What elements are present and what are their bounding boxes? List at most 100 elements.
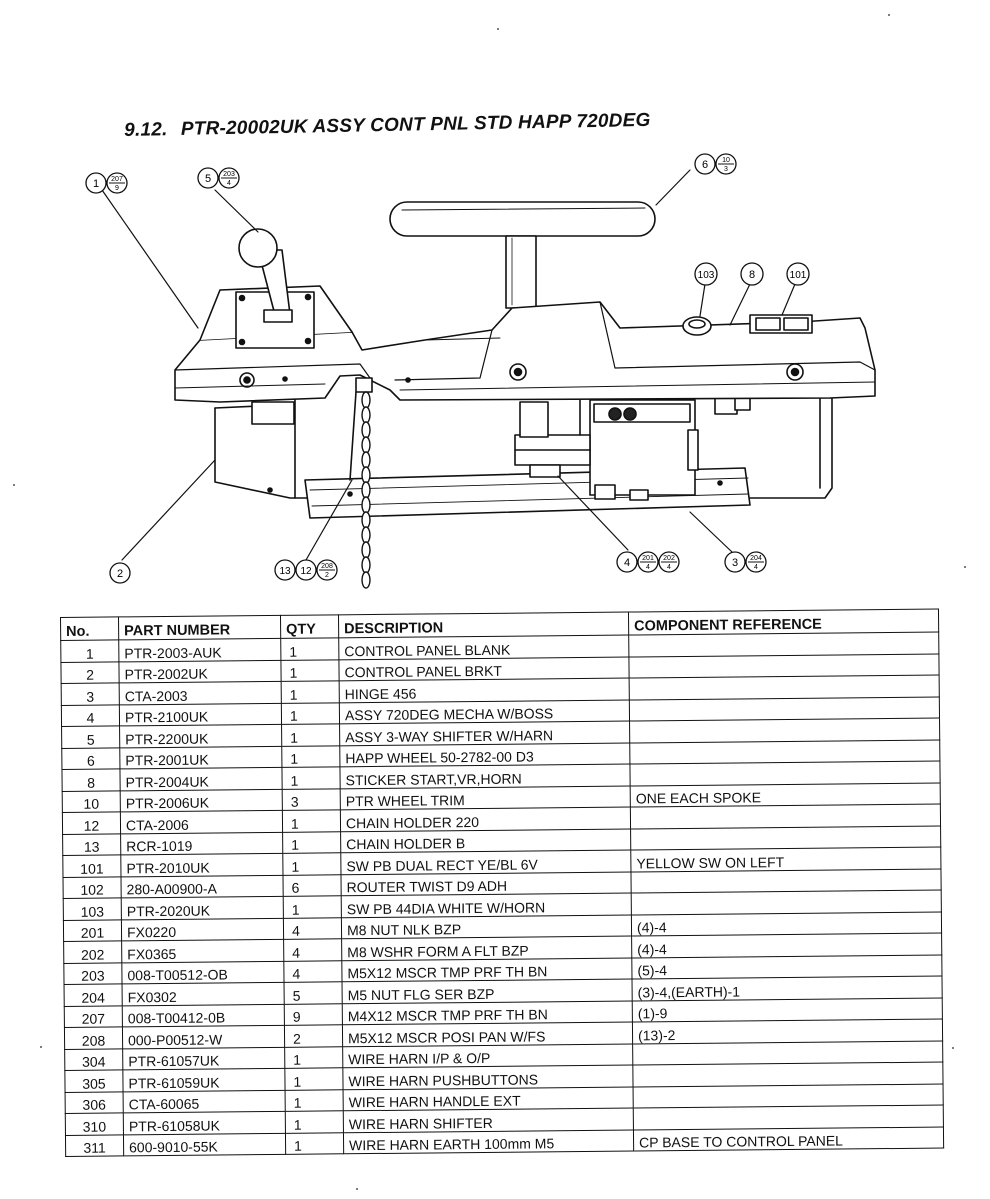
cell-component-reference [633, 1083, 944, 1109]
callout-101: 101 [786, 262, 810, 286]
cell-no: 204 [64, 983, 123, 1006]
cell-qty: 1 [284, 1046, 343, 1069]
cell-no: 5 [61, 725, 120, 748]
cell-no: 4 [61, 704, 120, 727]
cell-part-number: PTR-2010UK [120, 853, 283, 877]
cell-no: 207 [64, 1005, 123, 1028]
scan-speck [964, 566, 966, 568]
gear-shifter [238, 228, 293, 323]
cell-component-reference [633, 1105, 944, 1130]
cell-component-reference [630, 804, 941, 829]
cell-no: 2 [60, 661, 120, 684]
cell-no: 10 [62, 790, 121, 813]
callout-6-frac-top: 10 [722, 157, 730, 164]
assembly-title: PTR-20002UK ASSY CONT PNL STD HAPP 720DE… [180, 109, 651, 140]
chain [361, 391, 371, 589]
cell-no: 3 [61, 682, 120, 705]
cell-part-number: CTA-2003 [119, 681, 282, 705]
header-component-reference: COMPONENT REFERENCE [628, 609, 939, 636]
cell-component-reference: (4)-4 [631, 911, 942, 937]
cell-description: M4X12 MSCR TMP PRF TH BN [342, 1000, 633, 1025]
cell-description: M8 NUT NLK BZP [341, 914, 632, 939]
callout-3-number: 3 [732, 557, 738, 569]
callout-1-frac-top: 207 [111, 176, 123, 183]
cell-description: WIRE HARN SHIFTER [343, 1108, 634, 1133]
cell-qty: 1 [285, 1089, 344, 1112]
cell-qty: 9 [284, 1003, 343, 1026]
callout-12-number: 12 [300, 566, 312, 577]
callout-6-number: 6 [702, 159, 708, 171]
cell-qty: 1 [280, 659, 340, 682]
callout-2: 2 [109, 562, 131, 584]
callout-101-number: 101 [790, 270, 807, 281]
cell-part-number: PTR-2100UK [119, 702, 282, 726]
cell-description: CONTROL PANEL BRKT [338, 656, 630, 681]
cell-part-number: PTR-2001UK [119, 745, 282, 769]
cell-component-reference [631, 890, 942, 915]
callout-4-frac2-bottom: 4 [667, 564, 671, 571]
callout-3-frac-top: 204 [750, 555, 762, 562]
cell-component-reference [629, 675, 940, 700]
cell-component-reference [630, 868, 942, 894]
cell-part-number: PTR-2006UK [120, 788, 283, 812]
cell-component-reference: (5)-4 [631, 954, 942, 980]
callout-12-frac-bottom: 2 [325, 572, 329, 579]
cell-part-number: PTR-2200UK [119, 724, 282, 748]
cell-description: ROUTER TWIST D9 ADH [340, 871, 632, 896]
cell-description: STICKER START,VR,HORN [339, 764, 631, 789]
cell-qty: 1 [284, 1067, 344, 1090]
cell-description: WIRE HARN PUSHBUTTONS [342, 1065, 634, 1090]
cell-part-number: FX0302 [122, 982, 285, 1006]
parts-table: No. PART NUMBER QTY DESCRIPTION COMPONEN… [60, 609, 944, 1157]
cell-no: 305 [64, 1069, 124, 1092]
mechanism-assembly [514, 397, 751, 501]
cell-description: M5 NUT FLG SER BZP [342, 979, 633, 1004]
callout-3-frac-bottom: 4 [754, 564, 758, 571]
cell-part-number: 280-A00900-A [120, 874, 284, 898]
cell-description: CHAIN HOLDER 220 [340, 807, 631, 832]
cell-no: 6 [61, 747, 120, 770]
callout-8-number: 8 [749, 269, 755, 281]
cell-qty: 1 [281, 702, 340, 725]
cell-no: 102 [62, 876, 122, 899]
cell-no: 208 [64, 1026, 123, 1049]
callout-103: 103 [694, 262, 718, 286]
cell-no: 8 [61, 768, 121, 791]
cell-no: 1 [60, 639, 119, 662]
callout-5-frac-bottom: 4 [227, 180, 231, 187]
callout-13-12: 13 12 208 2 [274, 559, 338, 581]
cell-qty: 1 [281, 680, 340, 703]
callout-8: 8 [740, 262, 764, 286]
cell-no: 12 [62, 811, 121, 834]
cell-component-reference [629, 718, 940, 743]
cell-component-reference [629, 696, 940, 722]
leader-lines [101, 169, 796, 561]
callout-4-frac2-top: 202 [663, 555, 675, 562]
cell-no: 201 [63, 919, 122, 942]
callout-13-number: 13 [279, 566, 291, 577]
cell-description: M5X12 MSCR POSI PAN W/FS [342, 1022, 633, 1047]
scan-speck [497, 28, 499, 30]
cell-component-reference: YELLOW SW ON LEFT [630, 847, 941, 872]
cell-description: WIRE HARN HANDLE EXT [343, 1086, 634, 1111]
cell-no: 311 [65, 1134, 124, 1157]
cell-qty: 4 [283, 938, 342, 961]
callout-4: 4 201 4 202 4 [616, 551, 680, 573]
callout-103-number: 103 [698, 270, 715, 281]
cell-part-number: FX0220 [121, 917, 284, 941]
chain-holder [349, 377, 373, 481]
cell-description: HINGE 456 [339, 678, 630, 703]
cell-component-reference [629, 739, 940, 765]
callout-5-number: 5 [205, 173, 211, 185]
cell-part-number: CTA-2006 [120, 810, 283, 834]
cell-qty: 4 [283, 917, 342, 940]
cell-qty: 6 [282, 874, 342, 897]
cell-part-number: FX0365 [121, 939, 284, 963]
scan-speck [952, 1047, 954, 1049]
cell-part-number: 600-9010-55K [123, 1132, 286, 1156]
cell-description: M8 WSHR FORM A FLT BZP [341, 936, 632, 961]
scan-speck [40, 1046, 42, 1048]
callout-3: 3 204 4 [724, 551, 767, 573]
cell-no: 304 [64, 1048, 123, 1071]
